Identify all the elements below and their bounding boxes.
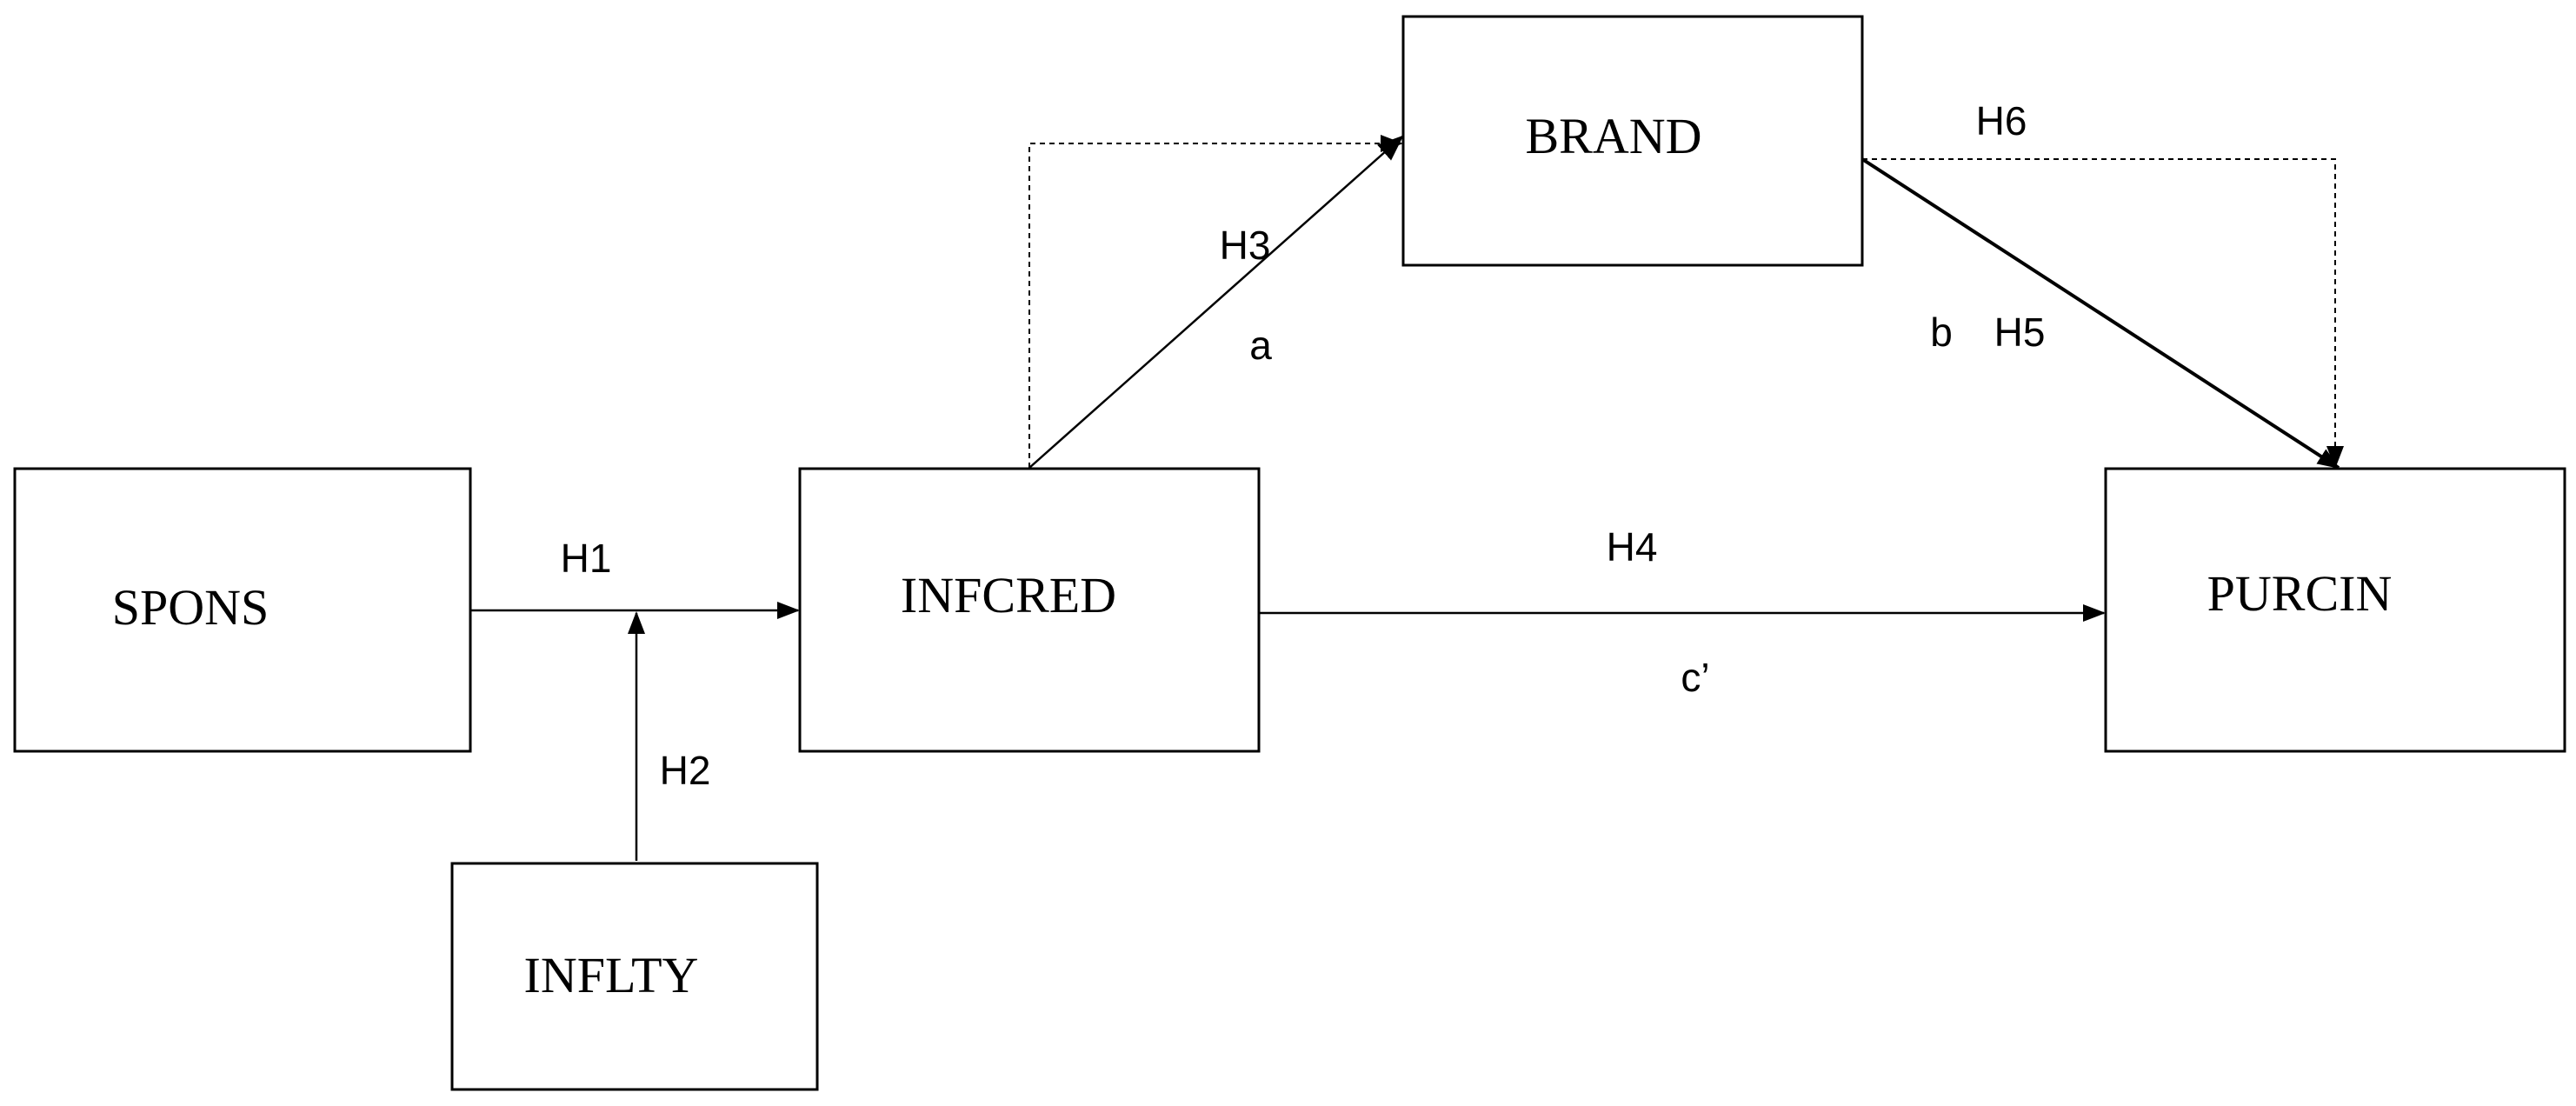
- node-spons-label: SPONS: [112, 579, 270, 636]
- label-h5: H5: [1994, 310, 2046, 355]
- label-a: a: [1249, 323, 1272, 368]
- edge-infcred-to-brand: [1028, 135, 1404, 469]
- label-h2: H2: [660, 748, 711, 793]
- label-h3: H3: [1220, 223, 1271, 268]
- node-inflty: INFLTY: [450, 862, 819, 1091]
- edges: [470, 135, 2344, 861]
- edge-dashed-brand-to-purcin: [1862, 158, 2344, 469]
- node-brand: BRAND: [1401, 15, 1864, 267]
- node-purcin: PURCIN: [2104, 467, 2566, 753]
- node-brand-label: BRAND: [1525, 108, 1701, 164]
- label-h4: H4: [1607, 524, 1658, 570]
- label-h6: H6: [1976, 98, 2027, 143]
- edge-brand-to-purcin: [1860, 157, 2340, 470]
- label-b: b: [1930, 310, 1953, 355]
- edge-labels: H1 H2 H3 a H4 c’ b H5 H6: [561, 98, 2046, 793]
- edge-dashed-infcred-to-brand: [1028, 135, 1403, 468]
- label-c-prime: c’: [1681, 655, 1709, 700]
- label-h1: H1: [561, 536, 612, 581]
- node-infcred-label: INFCRED: [901, 567, 1116, 623]
- node-inflty-label: INFLTY: [524, 947, 699, 1003]
- node-purcin-label: PURCIN: [2207, 565, 2393, 622]
- node-infcred: INFCRED: [798, 467, 1261, 753]
- node-spons: SPONS: [13, 467, 472, 753]
